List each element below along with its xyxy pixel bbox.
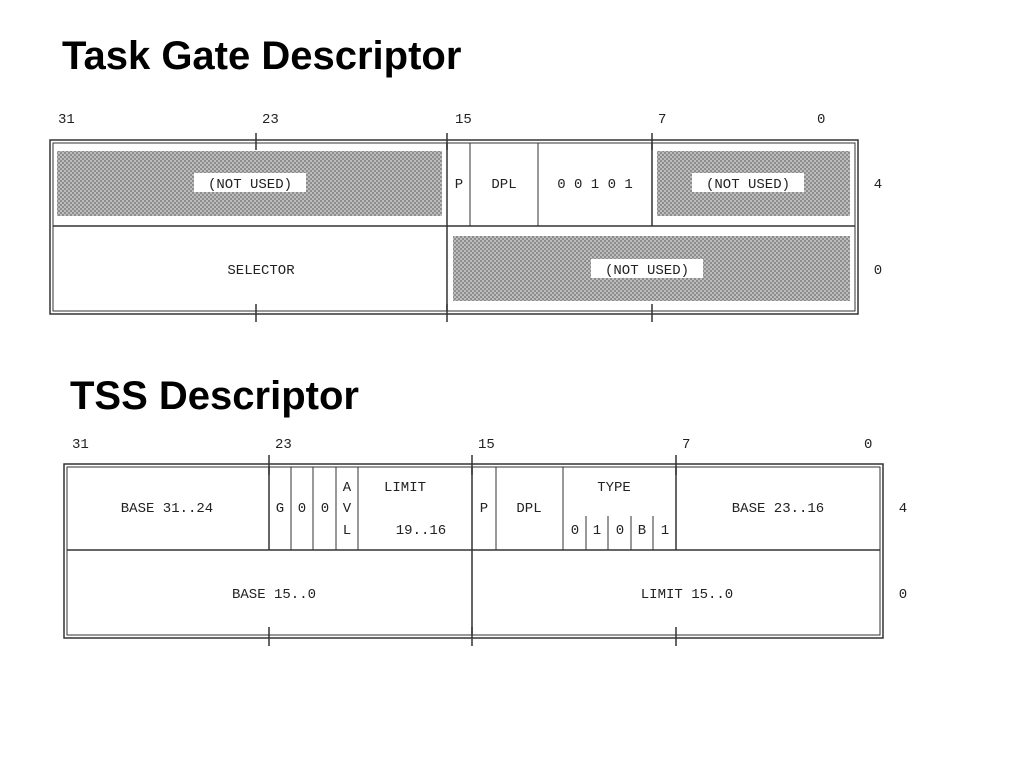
tss-avl-l: L xyxy=(343,523,351,539)
tss-title: TSS Descriptor xyxy=(70,374,359,418)
tss-limit-label: LIMIT xyxy=(384,480,426,496)
tss-type-bit-2: 0 xyxy=(616,523,624,539)
tg-upper-not-used-right: (NOT USED) xyxy=(706,177,790,193)
tss-bit-23: 23 xyxy=(275,437,292,453)
tg-dpl-field: DPL xyxy=(491,177,516,193)
tg-selector-field: SELECTOR xyxy=(227,263,295,279)
tss-type-bit-1: 1 xyxy=(593,523,601,539)
tss-type-bit-0: 0 xyxy=(571,523,579,539)
tg-offset-4: 4 xyxy=(874,177,882,193)
tg-offset-0: 0 xyxy=(874,263,882,279)
tss-dpl-field: DPL xyxy=(516,501,541,517)
tss-type-bit-4: 1 xyxy=(661,523,669,539)
tss-limit-19-16: 19..16 xyxy=(396,523,446,539)
tss-type-bit-b: B xyxy=(638,523,646,539)
tss-outer-border xyxy=(63,463,884,639)
tg-bit-31: 31 xyxy=(58,112,75,128)
tss-bit-0: 0 xyxy=(864,437,872,453)
tss-g-field: G xyxy=(276,501,284,517)
tg-bit-23: 23 xyxy=(262,112,279,128)
task-gate-title: Task Gate Descriptor xyxy=(62,34,462,78)
tss-zero-1: 0 xyxy=(298,501,306,517)
tss-bit-15: 15 xyxy=(478,437,495,453)
tss-base-31-24: BASE 31..24 xyxy=(121,501,213,517)
tss-zero-2: 0 xyxy=(321,501,329,517)
tss-bit-31: 31 xyxy=(72,437,89,453)
tss-base-23-16: BASE 23..16 xyxy=(732,501,824,517)
tg-type-bits: 0 0 1 0 1 xyxy=(557,177,633,193)
tss-avl-a: A xyxy=(343,480,352,496)
tg-outer-border xyxy=(49,139,859,315)
tss-p-field: P xyxy=(480,501,488,517)
tss-type-label: TYPE xyxy=(597,480,631,496)
tg-upper-not-used-left: (NOT USED) xyxy=(208,177,292,193)
tg-bit-7: 7 xyxy=(658,112,666,128)
tss-bit-7: 7 xyxy=(682,437,690,453)
tss-offset-0: 0 xyxy=(899,587,907,603)
tg-bit-15: 15 xyxy=(455,112,472,128)
tss-limit-15-0: LIMIT 15..0 xyxy=(641,587,733,603)
tss-base-15-0: BASE 15..0 xyxy=(232,587,316,603)
tss-avl-v: V xyxy=(343,501,352,517)
tg-p-field: P xyxy=(455,177,463,193)
tss-offset-4: 4 xyxy=(899,501,907,517)
tg-lower-not-used: (NOT USED) xyxy=(605,263,689,279)
tg-bit-0: 0 xyxy=(817,112,825,128)
